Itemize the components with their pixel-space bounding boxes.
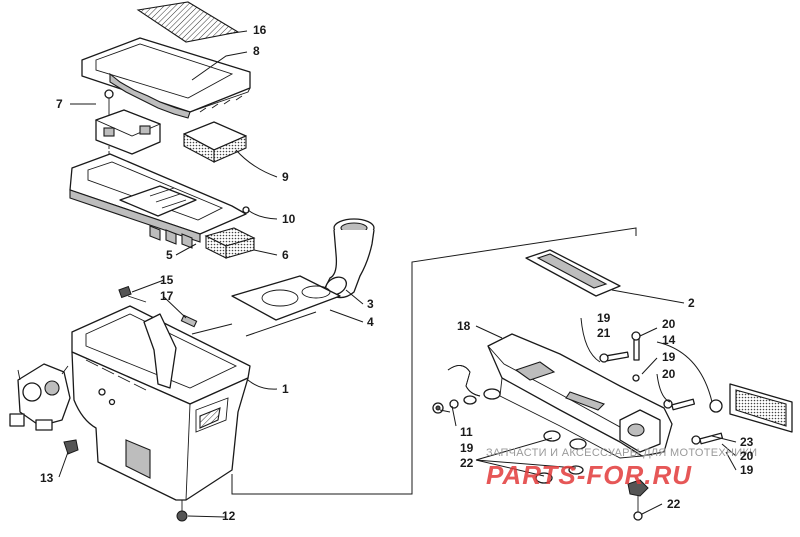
leader-lines	[58, 30, 737, 518]
part-13-clamp	[63, 439, 79, 455]
part-15-bolt	[118, 285, 147, 303]
callout-21: 21	[597, 326, 611, 340]
watermark-brand: PARTS-FOR.RU	[486, 460, 692, 490]
part-23-filter	[729, 383, 793, 433]
part-2-gasket	[525, 249, 621, 297]
callout-20-b: 20	[662, 367, 676, 381]
assembly-lines	[191, 227, 637, 495]
callout-22-b: 22	[667, 497, 681, 511]
part-1-airbox	[71, 305, 251, 501]
callout-1: 1	[282, 382, 289, 396]
callout-16: 16	[253, 23, 267, 37]
part-9-filter-pad	[183, 121, 247, 163]
callout-3: 3	[367, 297, 374, 311]
watermark-caption: ЗАПЧАСТИ И АКСЕССУАРЫ ДЛЯ МОТОТЕХНИКИ	[486, 447, 757, 459]
clip-module	[94, 109, 162, 155]
callout-14: 14	[662, 333, 676, 347]
callout-6: 6	[282, 248, 289, 262]
callout-19-d: 19	[740, 463, 754, 477]
part-6-foam-block	[204, 227, 256, 259]
part-18-intake-duct	[487, 333, 673, 459]
part-8-filter-cover	[81, 37, 251, 119]
fasteners-group	[432, 331, 724, 521]
callout-17: 17	[160, 289, 174, 303]
callout-2: 2	[688, 296, 695, 310]
callout-5: 5	[166, 248, 173, 262]
callout-12: 12	[222, 509, 236, 523]
part-12-drain	[176, 500, 188, 522]
part-11-tube	[447, 365, 481, 397]
callout-9: 9	[282, 170, 289, 184]
carburetor-assembly	[9, 363, 71, 431]
callout-15: 15	[160, 273, 174, 287]
callout-13: 13	[40, 471, 54, 485]
part-4-gasket	[231, 275, 341, 321]
part-16-grille	[136, 1, 240, 43]
callout-8: 8	[253, 44, 260, 58]
callout-19-b: 19	[662, 350, 676, 364]
callout-20-c: 20	[740, 449, 754, 463]
part-3-intake-elbow	[323, 218, 375, 299]
callout-7: 7	[56, 97, 63, 111]
callout-18: 18	[457, 319, 471, 333]
callout-11: 11	[460, 425, 473, 439]
callout-4: 4	[367, 315, 374, 329]
callout-19-a: 19	[597, 311, 611, 325]
part-5-base-plate	[69, 153, 250, 249]
callout-23: 23	[740, 435, 754, 449]
callout-22-a: 22	[460, 456, 474, 470]
callout-19-c: 19	[460, 441, 474, 455]
part-17-fastener	[180, 314, 198, 328]
callout-20-a: 20	[662, 317, 676, 331]
callout-10: 10	[282, 212, 296, 226]
